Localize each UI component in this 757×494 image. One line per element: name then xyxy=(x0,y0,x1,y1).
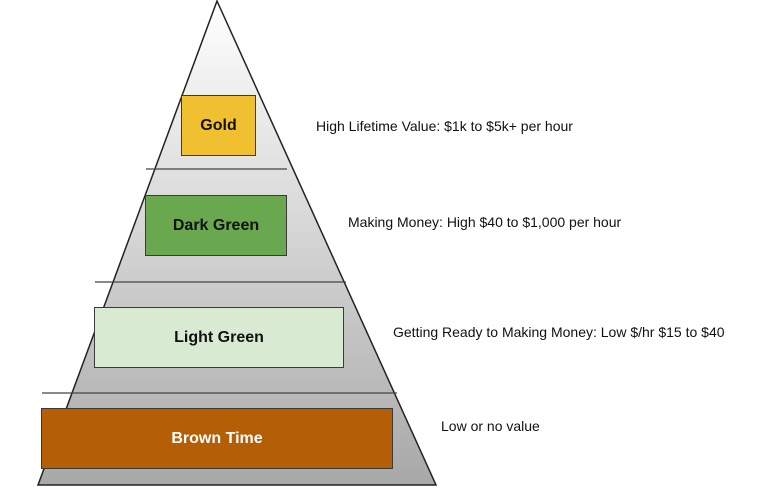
tier-box-light-green: Light Green xyxy=(94,307,344,368)
tier-box-brown-time: Brown Time xyxy=(41,408,393,469)
tier-label-dark-green: Dark Green xyxy=(172,216,260,234)
tier-description-gold: High Lifetime Value: $1k to $5k+ per hou… xyxy=(316,118,573,134)
tier-description-dark-green: Making Money: High $40 to $1,000 per hou… xyxy=(348,214,622,230)
tier-label-gold: Gold xyxy=(200,116,237,134)
tier-description-light-green: Getting Ready to Making Money: Low $/hr … xyxy=(393,324,725,340)
tier-label-light-green: Light Green xyxy=(174,328,264,346)
tier-box-gold: Gold xyxy=(181,95,256,156)
tier-box-dark-green: Dark Green xyxy=(145,195,287,256)
tier-label-brown-time: Brown Time xyxy=(171,429,263,447)
tier-description-brown-time: Low or no value xyxy=(441,418,540,434)
